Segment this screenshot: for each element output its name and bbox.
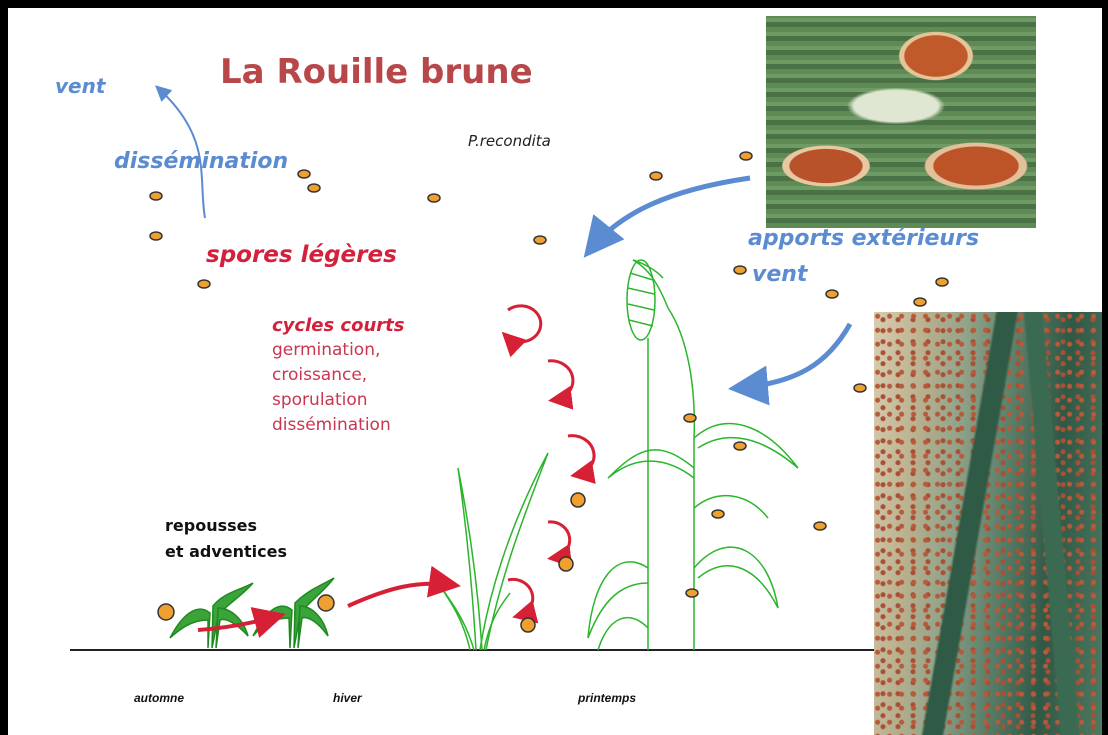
short-cycles-title: cycles courts: [272, 313, 404, 338]
wind-label-right: vent: [752, 262, 807, 287]
external-inputs-label: apports extérieurs: [748, 226, 979, 251]
dissemination-label: dissémination: [114, 149, 288, 174]
cycle-step-growth: croissance,: [272, 363, 404, 388]
season-autumn: automne: [134, 691, 184, 705]
cycle-loops: [506, 306, 594, 616]
rust-pustules-photo: [766, 16, 1036, 228]
volunteers-label: repousses et adventices: [165, 513, 287, 565]
seedling-group: [170, 578, 334, 648]
diagram-title: La Rouille brune: [220, 52, 533, 92]
volunteers-line-2: et adventices: [165, 539, 287, 565]
pathogen-name: P.recondita: [468, 132, 551, 150]
external-input-arrow-top: [590, 178, 750, 250]
season-spring: printemps: [578, 691, 636, 705]
wind-label-top: vent: [55, 74, 105, 98]
season-winter: hiver: [333, 691, 362, 705]
cycle-step-sporulation: sporulation: [272, 388, 404, 413]
cycle-step-germination: germination,: [272, 338, 404, 363]
light-spores-label: spores légères: [206, 242, 397, 268]
progression-arrow-2: [348, 584, 453, 606]
external-input-arrow-bottom: [738, 324, 850, 388]
short-cycles-block: cycles courts germination, croissance, s…: [272, 313, 404, 438]
rusted-leaves-photo: [874, 312, 1102, 735]
cycle-step-dissemination: dissémination: [272, 413, 404, 438]
volunteers-line-1: repousses: [165, 513, 287, 539]
diagram-frame: La Rouille brune P.recondita vent dissém…: [8, 8, 1102, 735]
